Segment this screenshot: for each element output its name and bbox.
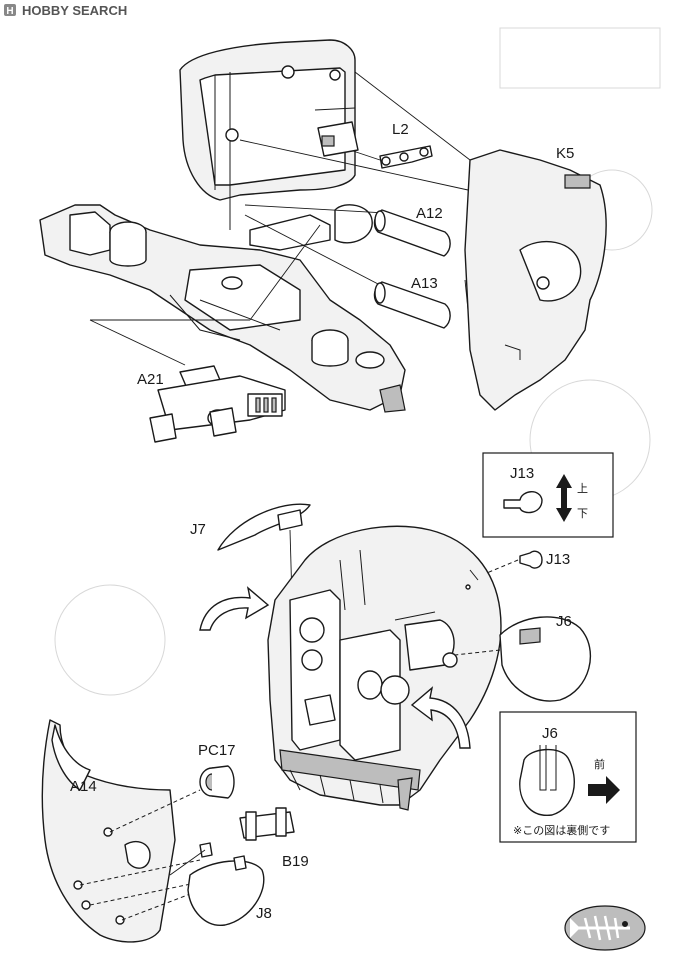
label-j13: J13 <box>546 551 570 568</box>
label-front: 前 <box>594 757 605 771</box>
curved-arrow-icon <box>199 586 270 631</box>
label-j8: J8 <box>256 905 272 922</box>
assembled-body <box>267 525 502 811</box>
part-pc17: PC17 <box>198 742 236 799</box>
label-b19: B19 <box>282 853 309 870</box>
label-k5: K5 <box>556 145 574 162</box>
label-j7: J7 <box>190 521 206 538</box>
j6-box-title: J6 <box>542 725 558 742</box>
label-up: 上 <box>577 482 588 495</box>
label-down: 下 <box>577 507 588 520</box>
j6-box-note: ※この図は裏側です <box>513 823 610 837</box>
watermark-logo-icon <box>4 4 16 16</box>
part-a13: A13 <box>373 275 451 329</box>
part-b19: B19 <box>239 807 309 870</box>
chassis <box>39 204 406 413</box>
label-a14: A14 <box>70 778 97 795</box>
watermark-logo-letter: H <box>6 6 13 17</box>
up-arrow-icon <box>556 474 572 498</box>
part-j8: J8 <box>169 842 272 926</box>
watermark: H HOBBY SEARCH <box>4 3 127 18</box>
down-arrow-icon <box>556 498 572 522</box>
part-j7: J7 <box>190 503 311 601</box>
j13-box-title: J13 <box>510 465 534 482</box>
j6-detail-box: J6 前 ※この図は裏側です <box>499 711 637 843</box>
part-a21: A21 <box>137 365 286 443</box>
label-l2: L2 <box>392 121 409 138</box>
watermark-brand: HOBBY SEARCH <box>22 3 127 18</box>
label-a13: A13 <box>411 275 438 292</box>
direction-arrow-icon <box>588 776 620 804</box>
guide-lines-upper <box>89 71 471 366</box>
curved-arrow-icon <box>410 686 471 749</box>
curved-arrows <box>199 586 471 749</box>
j13-pin-icon <box>503 491 543 514</box>
label-a12: A12 <box>416 205 443 222</box>
upper-body-frame <box>179 39 356 230</box>
label-pc17: PC17 <box>198 742 236 759</box>
label-j6: J6 <box>556 613 572 630</box>
part-j6: J6 <box>454 613 592 702</box>
part-k5: K5 <box>464 145 607 411</box>
part-a12: A12 <box>373 205 451 257</box>
part-l2: L2 <box>317 121 433 169</box>
j13-detail-box: J13 上 下 <box>482 452 614 538</box>
label-a21: A21 <box>137 371 164 388</box>
fish-bone-icon <box>564 905 646 951</box>
